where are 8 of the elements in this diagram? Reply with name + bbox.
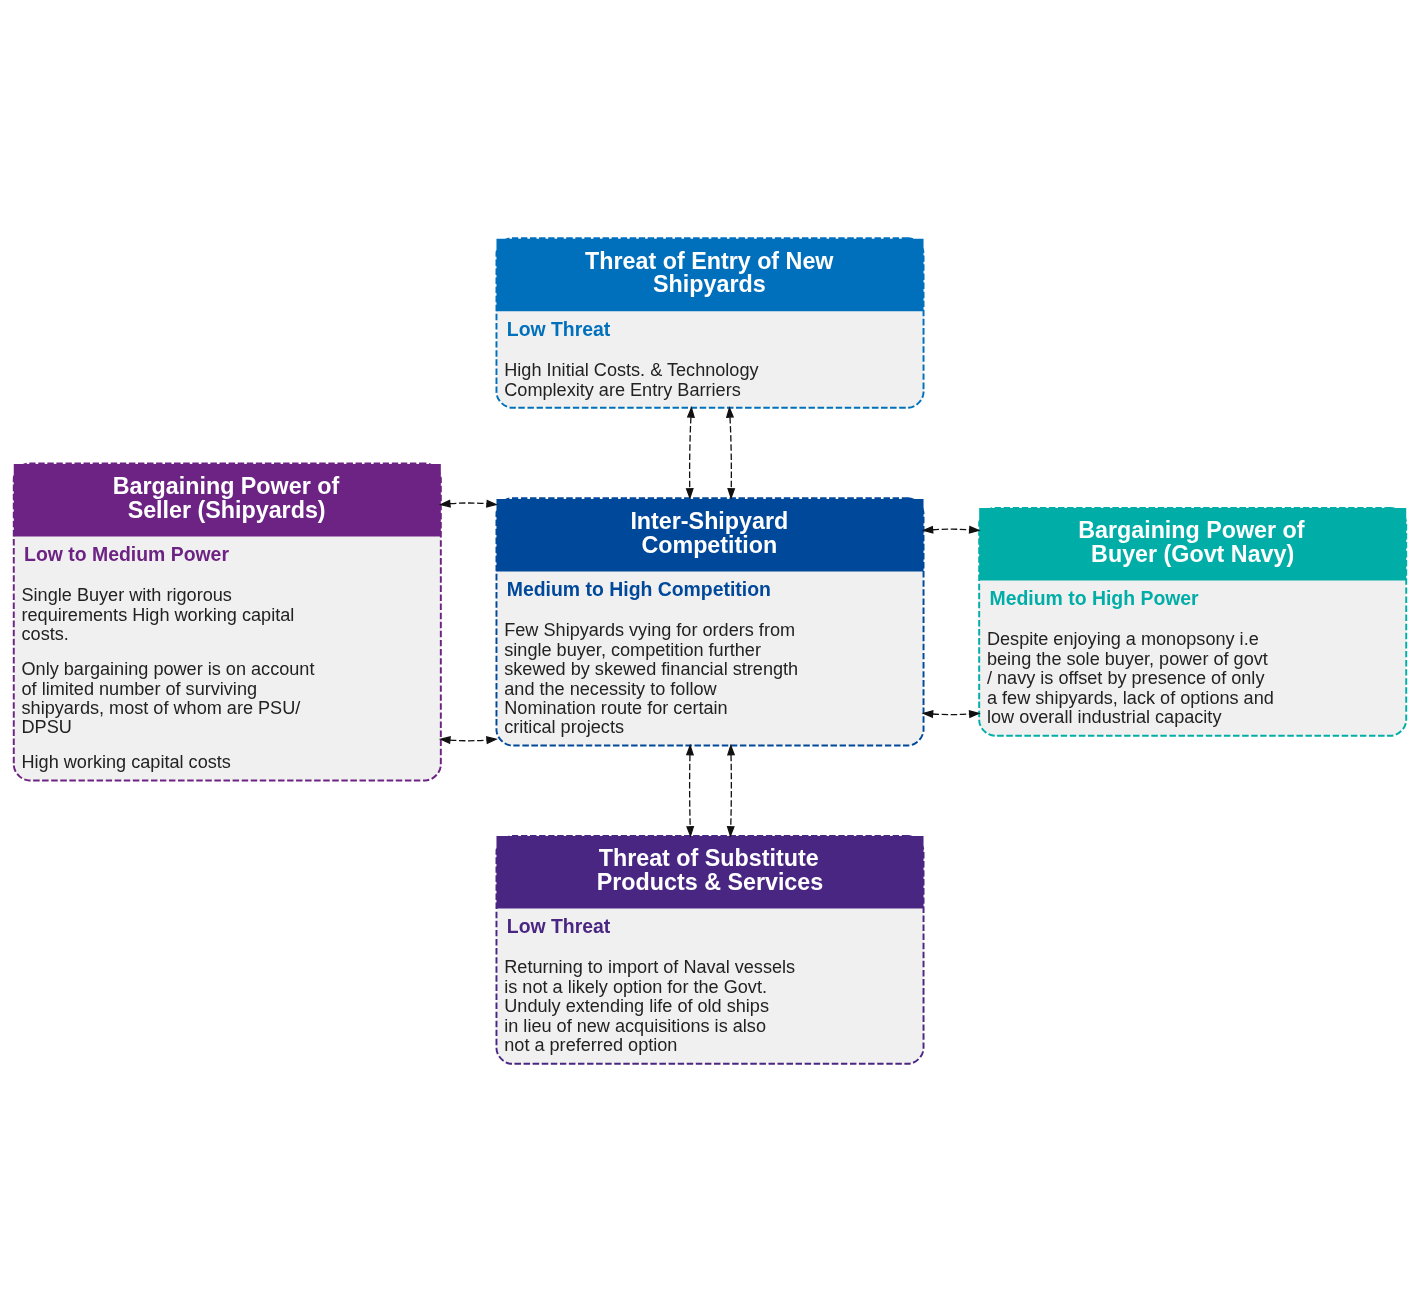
arrow (685, 743, 695, 838)
arrow (438, 735, 498, 744)
arrow (725, 405, 736, 500)
arrow (921, 525, 981, 534)
arrow (726, 743, 736, 838)
arrow (438, 499, 498, 508)
arrow (685, 405, 695, 500)
arrow (921, 709, 981, 718)
